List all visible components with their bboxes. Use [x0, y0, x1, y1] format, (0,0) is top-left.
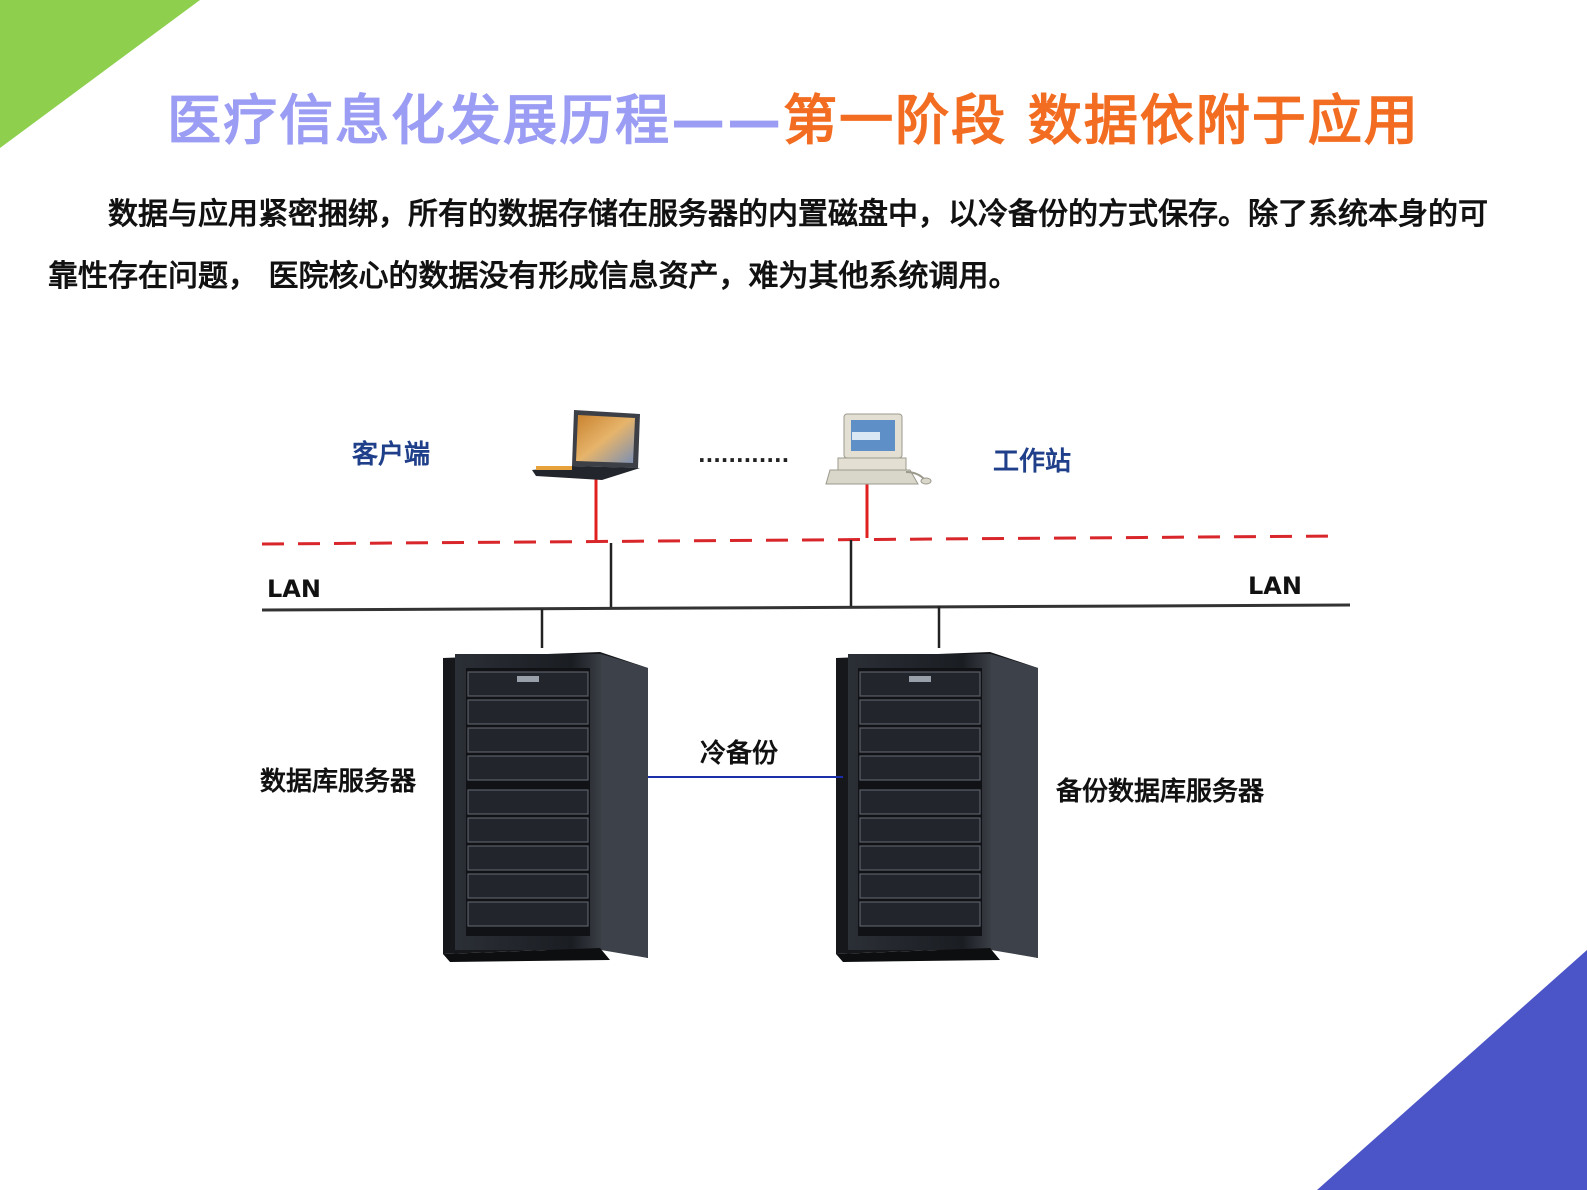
- dashed-network-line: [261, 534, 1341, 546]
- workstation-icon: [825, 413, 932, 485]
- lan-line: [261, 603, 1351, 612]
- client-label: 客户端: [352, 439, 430, 470]
- backup-server-rack: [836, 652, 1038, 962]
- laptop-icon: [532, 410, 640, 480]
- workstation-label: 工作站: [993, 447, 1071, 477]
- description-text: 数据与应用紧密捆绑，所有的数据存储在服务器的内置磁盘中，以冷备份的方式保存。除了…: [48, 197, 1488, 294]
- device-ellipsis: ............: [698, 443, 789, 467]
- lan-label-left: LAN: [267, 575, 321, 603]
- page-title: 医疗信息化发展历程——第一阶段 数据依附于应用: [0, 76, 1587, 155]
- description-paragraph: 数据与应用紧密捆绑，所有的数据存储在服务器的内置磁盘中，以冷备份的方式保存。除了…: [48, 184, 1508, 308]
- bottom-right-corner-triangle: [1317, 950, 1587, 1190]
- backup-db-server-label: 备份数据库服务器: [1055, 777, 1265, 807]
- cold-backup-label: 冷备份: [700, 738, 778, 769]
- db-server-label: 数据库服务器: [260, 767, 417, 797]
- title-history: 医疗信息化发展历程——: [167, 89, 784, 152]
- database-server-rack: [443, 652, 648, 962]
- lan-label-right: LAN: [1248, 572, 1302, 600]
- title-stage: 第一阶段 数据依附于应用: [783, 89, 1420, 152]
- top-left-corner-triangle: [0, 0, 200, 148]
